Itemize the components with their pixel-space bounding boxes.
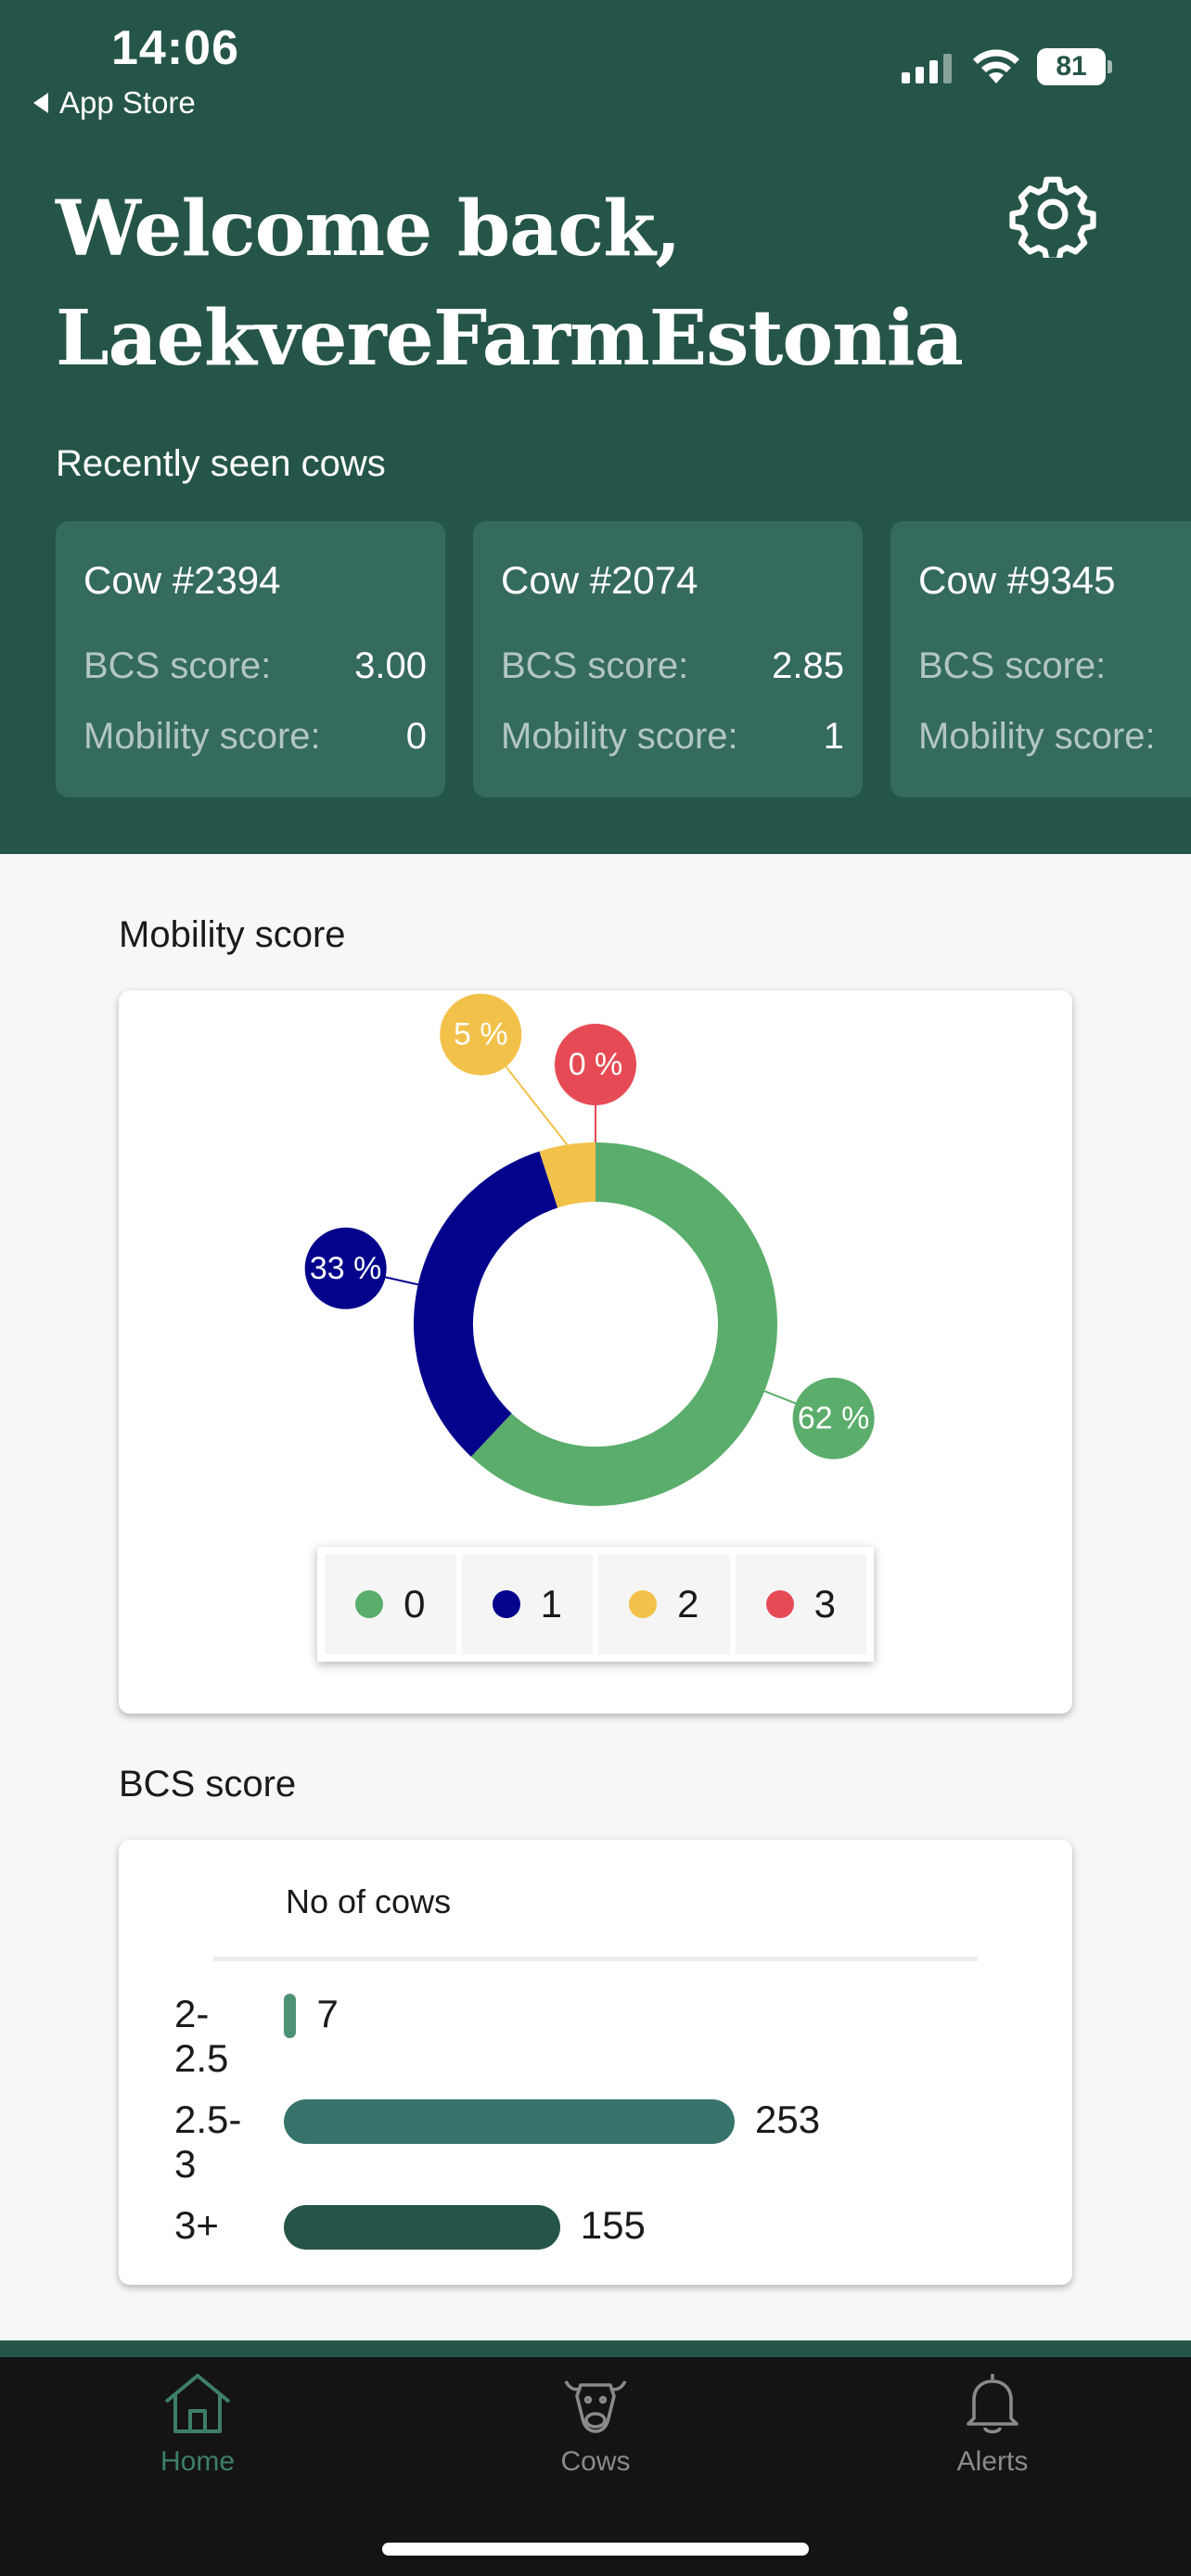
battery-icon: 81: [1037, 48, 1112, 85]
mobility-section-title: Mobility score: [119, 914, 346, 955]
tabbar-top-border: [0, 2340, 1191, 2357]
callout-label: 0 %: [569, 1047, 623, 1082]
bcs-axis-label: No of cows: [286, 1882, 452, 1920]
callout-label: 33 %: [310, 1251, 382, 1286]
legend-dot: [765, 1590, 794, 1618]
back-arrow-icon: [33, 93, 48, 113]
home-icon: [164, 2374, 231, 2433]
tab-bar: [0, 2357, 1191, 2576]
bcs-value: 3.00: [354, 645, 427, 686]
tab-alerts-label: Alerts: [956, 2446, 1029, 2477]
bcs-value-label: 253: [755, 2098, 821, 2141]
tab-cows[interactable]: Cows: [475, 2370, 716, 2478]
recently-seen-label: Recently seen cows: [56, 443, 386, 484]
bcs-value-label: 155: [580, 2203, 646, 2247]
donut-slice[interactable]: [470, 1142, 777, 1506]
legend-label: 2: [677, 1582, 699, 1626]
tab-home-label: Home: [160, 2446, 236, 2477]
bcs-bar[interactable]: [284, 2099, 735, 2144]
home-indicator: [382, 2543, 809, 2556]
bcs-value-label: 7: [316, 1992, 339, 2035]
cow-card[interactable]: Cow #2074 BCS score: 2.85 Mobility score:…: [473, 521, 863, 797]
callout-bubble: [304, 1227, 387, 1309]
bcs-label: BCS score:: [83, 645, 272, 686]
tab-cows-label: Cows: [560, 2446, 631, 2477]
farm-name: LaekvereFarmEstonia: [56, 294, 964, 383]
donut-slice[interactable]: [539, 1142, 596, 1208]
legend-dot: [492, 1590, 520, 1618]
bcs-category-label: 2-2.5: [174, 1992, 229, 2080]
bcs-bar[interactable]: [284, 2205, 560, 2250]
callout-bubble: [555, 1024, 636, 1105]
bell-icon: [967, 2374, 1018, 2434]
status-time: 14:06: [111, 21, 239, 75]
callout-bubble: [792, 1377, 875, 1460]
donut-slice[interactable]: [414, 1151, 558, 1457]
bcs-section-title: BCS score: [119, 1764, 297, 1804]
wifi-icon: [973, 49, 1019, 83]
bcs-category-label: 2.5-3: [174, 2098, 242, 2186]
back-to-app-store-link[interactable]: App Store: [33, 85, 196, 121]
cow-icon: [564, 2380, 627, 2433]
welcome-heading: Welcome back, LaekvereFarmEstonia: [56, 174, 964, 393]
battery-level: 81: [1037, 48, 1106, 85]
welcome-line: Welcome back,: [56, 185, 682, 274]
tab-alerts[interactable]: Alerts: [872, 2370, 1113, 2478]
cow-title: Cow #9345: [918, 558, 1116, 602]
cow-card[interactable]: Cow #2394 BCS score: 3.00 Mobility score:…: [56, 521, 445, 797]
legend-label: 3: [813, 1582, 836, 1626]
bcs-bar[interactable]: [284, 1994, 297, 2038]
back-label: App Store: [59, 85, 196, 120]
header: 14:06 App Store 81 Welcome back, Laekver…: [0, 0, 1191, 854]
bcs-axis-rule: [213, 1957, 978, 1961]
mobility-legend: 0 1 2 3: [317, 1547, 874, 1662]
signal-icon: [902, 52, 952, 83]
callout-label: 62 %: [798, 1401, 870, 1436]
bcs-chart-panel: [119, 1840, 1072, 2285]
legend-item[interactable]: 2: [598, 1554, 730, 1654]
legend-dot: [355, 1590, 384, 1618]
callout-bubble: [440, 993, 522, 1076]
cow-card[interactable]: Cow #9345 BCS score:2 Mobility score:: [890, 521, 1191, 797]
legend-label: 0: [403, 1582, 426, 1626]
bcs-label: BCS score:: [501, 645, 689, 686]
mobility-value: 0: [405, 716, 427, 757]
mobility-value: 1: [823, 716, 844, 757]
legend-dot: [629, 1590, 658, 1618]
tab-home[interactable]: Home: [77, 2370, 318, 2478]
mobility-label: Mobility score:: [501, 716, 738, 757]
mobility-label: Mobility score:: [83, 716, 321, 757]
mobility-label: Mobility score:: [918, 716, 1156, 757]
mobility-donut-chart: 62 % 33 % 5 % 0 %: [304, 993, 875, 1506]
legend-item[interactable]: 1: [461, 1554, 593, 1654]
bcs-category-label: 3+: [174, 2203, 219, 2247]
legend-item[interactable]: 3: [735, 1554, 866, 1654]
bcs-value: 2.85: [772, 645, 844, 686]
cow-title: Cow #2074: [501, 558, 698, 602]
settings-gear-icon[interactable]: [1009, 171, 1096, 258]
legend-item[interactable]: 0: [325, 1554, 456, 1654]
callout-label: 5 %: [454, 1017, 508, 1052]
bcs-label: BCS score:: [918, 645, 1107, 686]
legend-label: 1: [540, 1582, 562, 1626]
cow-title: Cow #2394: [83, 558, 281, 602]
